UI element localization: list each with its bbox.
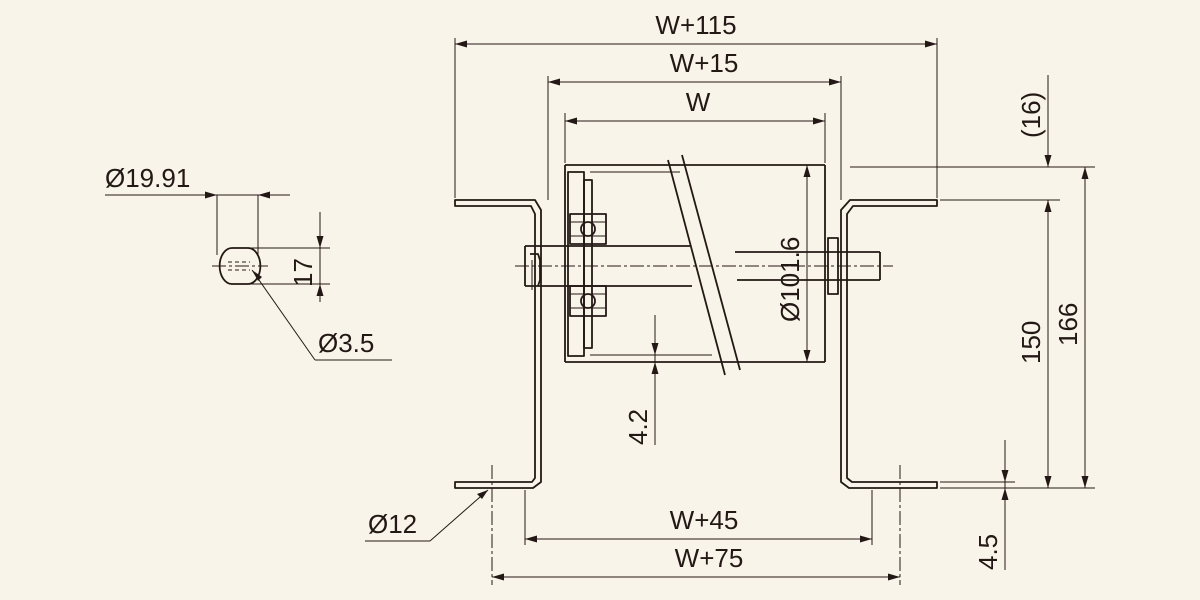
top-dimensions: W+115 W+15 W [454, 10, 938, 200]
bearing-top [569, 213, 607, 245]
frame [454, 199, 938, 489]
bottom-outer-width-label: W+75 [675, 543, 744, 573]
bottom-inner-width-label: W+45 [670, 505, 739, 535]
frame-height-label: 150 [1016, 321, 1046, 364]
roller-diameter-label: Ø101.6 [775, 237, 805, 322]
right-side-bracket [840, 199, 938, 489]
tube-thickness-dimension: 4.2 [623, 315, 670, 445]
bottom-dimensions: W+45 W+75 Ø12 [365, 465, 901, 585]
overall-height-label: 166 [1053, 303, 1083, 346]
shaft-end-detail: Ø19.91 17 Ø3.5 [105, 163, 392, 361]
shaft-end-view [218, 247, 262, 285]
pin-hole-label: Ø3.5 [318, 328, 374, 358]
shaft-diameter-label: Ø19.91 [105, 163, 190, 193]
bearing-bottom [569, 285, 607, 317]
top-offset-label: (16) [1016, 92, 1046, 138]
roller-diameter-dimension: Ø101.6 [775, 165, 811, 362]
bottom-thickness-label: 4.5 [973, 534, 1003, 570]
mount-hole-label: Ø12 [368, 509, 417, 539]
roller [515, 154, 893, 376]
tube-thickness-label: 4.2 [623, 409, 653, 445]
left-side-bracket [454, 199, 542, 489]
roller-width-label: W [686, 87, 711, 117]
overall-width-label: W+115 [655, 10, 736, 40]
flat-width-label: 17 [288, 258, 318, 287]
frame-width-label: W+15 [670, 48, 739, 78]
shaft-pin [530, 253, 541, 287]
end-cap [567, 171, 585, 357]
right-dimensions: (16) 150 166 4.5 [850, 75, 1095, 570]
